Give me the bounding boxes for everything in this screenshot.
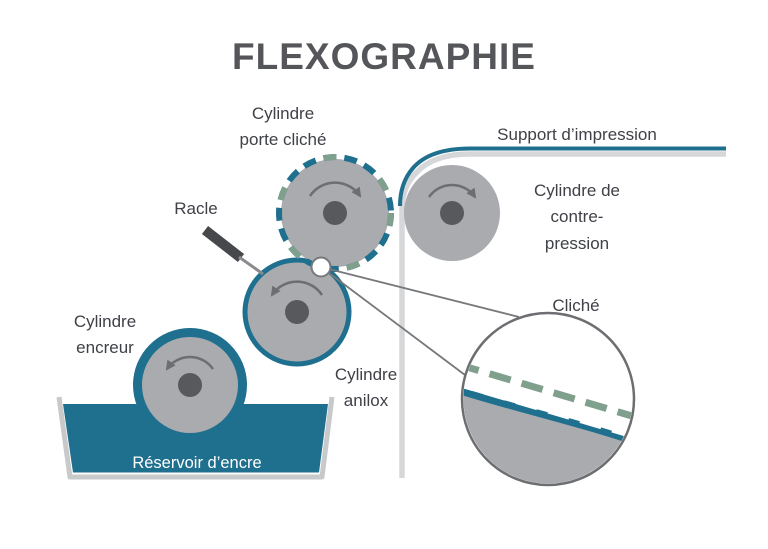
ink-fill [63,404,328,473]
callout-line-lower [328,272,466,376]
ink-roller-hub [178,373,202,397]
label-plate-detail: Cliché [552,296,600,315]
rotation-arrow-ink-roller [165,355,215,371]
anilox-hub [285,300,309,324]
label-plate-cylinder: Cylindre porte cliché [239,104,327,150]
ink-tank-rim [56,396,335,480]
label-ink-roller: Cylindre encreur [73,312,137,358]
label-doctor-blade: Racle [174,199,218,218]
impression-cylinder-hub [440,201,464,225]
callout-line-upper [330,268,520,318]
doctor-blade [201,226,245,262]
label-ink-reservoir: Réservoir d’encre [132,454,262,472]
cliche-relief-blocks [463,360,633,439]
rotation-arrow-impression [427,183,477,199]
label-anilox-cylinder: Cylindre anilox [334,365,398,411]
page-title: FLEXOGRAPHIE [232,36,536,77]
zoom-circle-outline [460,311,636,487]
label-print-substrate: Support d’impression [497,125,657,144]
substrate-web-line [398,146,726,207]
rotation-arrow-plate [308,181,362,198]
callout-source-marker [310,256,332,278]
plate-cylinder-hub [323,201,347,225]
rotation-arrow-anilox [270,280,324,297]
label-impression-cylinder: Cylindre de contre- pression [534,181,620,253]
plate-cliche-dashes-green [276,154,394,272]
substrate-web-shadow [399,151,726,478]
doctor-blade-tip [238,255,264,276]
